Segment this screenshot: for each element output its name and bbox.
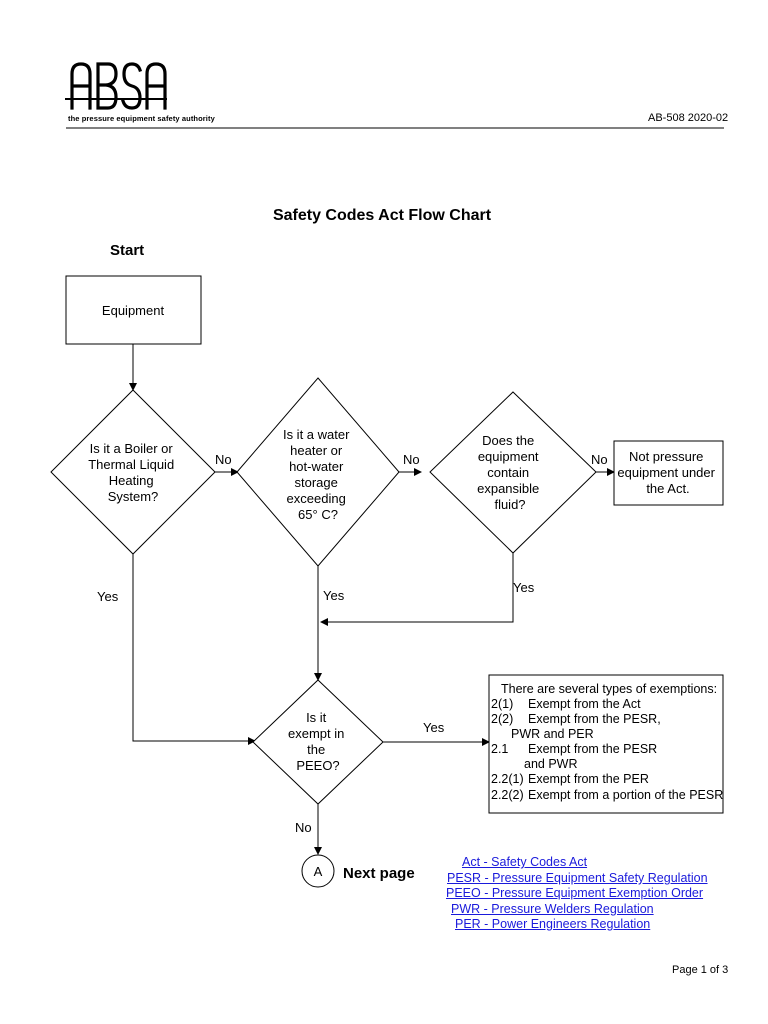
edge-label-boiler-no: No <box>215 452 232 467</box>
exemptions-list: There are several types of exemptions: 2… <box>491 682 723 802</box>
expansible-question: Does the equipment contain expansible fl… <box>477 433 543 512</box>
header-logo-area <box>65 62 724 129</box>
edge-label-expansible-yes: Yes <box>513 580 535 595</box>
equipment-label: Equipment <box>102 303 165 318</box>
edges <box>129 344 615 855</box>
start-label: Start <box>110 242 144 259</box>
legend-link-pwr[interactable]: PWR - Pressure Welders Regulation <box>451 902 654 916</box>
edge-expansible-yes <box>320 553 514 626</box>
exemption-text-2-2-1: Exempt from the PER <box>528 772 649 786</box>
edge-label-expansible-no: No <box>591 452 608 467</box>
edge-boiler-yes <box>132 554 256 745</box>
water-heater-decision <box>236 377 400 567</box>
exemption-text-2-2-cont: PWR and PER <box>511 727 594 741</box>
exemption-text-2-1b: Exempt from the PESR <box>528 742 657 756</box>
connector-label: A <box>314 864 323 879</box>
absa-logo <box>65 62 167 110</box>
legend-link-act[interactable]: Act - Safety Codes Act <box>462 855 588 869</box>
chart-title: Safety Codes Act Flow Chart <box>273 207 492 224</box>
water-heater-question: Is it a water heater or hot-water storag… <box>283 427 353 522</box>
expansible-decision <box>429 391 597 554</box>
page-number: Page 1 of 3 <box>672 964 729 976</box>
header-tagline: the pressure equipment safety authority <box>68 114 215 123</box>
not-pressure-box <box>613 440 724 506</box>
exemption-code-2-2: 2(2) <box>491 712 513 726</box>
exemption-text-2-1b-cont: and PWR <box>524 757 578 771</box>
legend-link-per[interactable]: PER - Power Engineers Regulation <box>455 917 651 931</box>
exemptions-box <box>488 674 724 814</box>
exemption-text-2-1: Exempt from the Act <box>528 697 641 711</box>
exemption-code-2-2-1: 2.2(1) <box>491 772 524 786</box>
peeo-question: Is it exempt in the PEEO? <box>288 710 348 773</box>
next-page-label[interactable]: Next page <box>343 865 415 882</box>
boiler-decision <box>50 389 216 555</box>
document-id: AB-508 2020-02 <box>648 112 729 124</box>
offpage-connector <box>301 854 335 888</box>
edge-label-water-no: No <box>403 452 420 467</box>
edge-label-peeo-no: No <box>295 820 312 835</box>
not-pressure-label: Not pressure equipment under the Act. <box>617 449 718 496</box>
peeo-decision <box>252 679 384 805</box>
edge-label-peeo-yes: Yes <box>423 720 445 735</box>
exemption-code-2-1b: 2.1 <box>491 742 508 756</box>
edge-label-water-yes: Yes <box>323 588 345 603</box>
legend-link-pesr[interactable]: PESR - Pressure Equipment Safety Regulat… <box>447 871 708 885</box>
legend-link-peeo[interactable]: PEEO - Pressure Equipment Exemption Orde… <box>446 886 704 900</box>
exemption-text-2-2-2: Exempt from a portion of the PESR <box>528 788 723 802</box>
equipment-box <box>65 275 202 345</box>
exemption-code-2-1: 2(1) <box>491 697 513 711</box>
boiler-question: Is it a Boiler or Thermal Liquid Heating… <box>88 441 178 504</box>
exemption-text-2-2: Exempt from the PESR, <box>528 712 661 726</box>
exemptions-heading: There are several types of exemptions: <box>501 682 717 696</box>
edge-label-boiler-yes: Yes <box>97 589 119 604</box>
exemption-code-2-2-2: 2.2(2) <box>491 788 524 802</box>
